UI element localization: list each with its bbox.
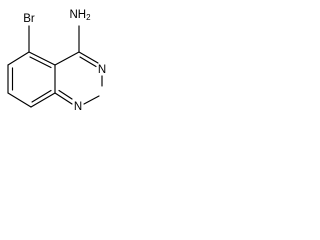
bond-c2-n1 <box>83 95 100 105</box>
atom-amine-label: NH2 <box>69 9 91 22</box>
atom-bromine-label: Br <box>23 13 35 25</box>
chemical-structure-diagram: Br NH2 N N <box>7 9 106 113</box>
bond-c4a-c5-inner <box>29 56 52 69</box>
bond-c4-n3-inner <box>79 56 97 68</box>
bonds <box>7 25 103 108</box>
bond-c4a-c4 <box>54 51 80 66</box>
bond-c4a-c5 <box>28 51 56 66</box>
bond-c4-n3 <box>78 51 99 64</box>
atom-nitrogen-1-label: N <box>74 101 82 113</box>
bond-n1-c8a <box>54 92 73 105</box>
bond-c8-c8a <box>30 92 56 108</box>
atom-labels: Br NH2 N N <box>23 9 106 113</box>
bond-c5-c6 <box>7 51 30 66</box>
bond-c7-c8 <box>7 92 32 108</box>
bond-n1-c8a-inner <box>58 89 73 100</box>
atom-nitrogen-3-label: N <box>98 64 106 76</box>
atom-amine-nh: NH <box>69 9 86 21</box>
bond-c8-c8a-inner <box>31 89 52 103</box>
atom-amine-subscript: 2 <box>86 13 91 22</box>
